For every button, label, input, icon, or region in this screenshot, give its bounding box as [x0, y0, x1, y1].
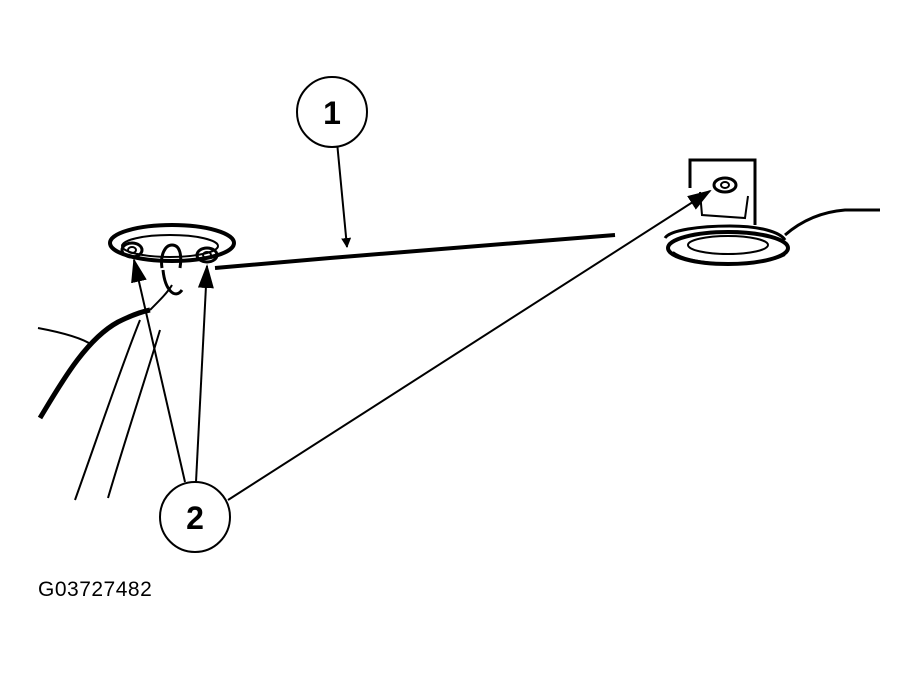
- leader-2b: [195, 264, 214, 483]
- left-fastener-b: [195, 246, 219, 264]
- vehicle-body-contour: [37, 284, 173, 501]
- figure-code: G03727482: [38, 578, 153, 601]
- leader-1: [336, 141, 352, 248]
- right-fastener: [712, 176, 738, 194]
- callout-1: 1: [296, 76, 368, 148]
- callout-2-label: 2: [186, 500, 204, 536]
- callout-1-label: 1: [323, 95, 341, 131]
- cable-line: [214, 233, 616, 270]
- left-fastener-a: [120, 241, 144, 259]
- leader-lines: [131, 141, 712, 501]
- leader-2c: [227, 189, 712, 501]
- right-bracket-housing: [663, 158, 880, 266]
- leader-2a: [131, 258, 186, 483]
- left-mounting-bracket: [108, 223, 236, 296]
- callout-2: 2: [159, 481, 231, 553]
